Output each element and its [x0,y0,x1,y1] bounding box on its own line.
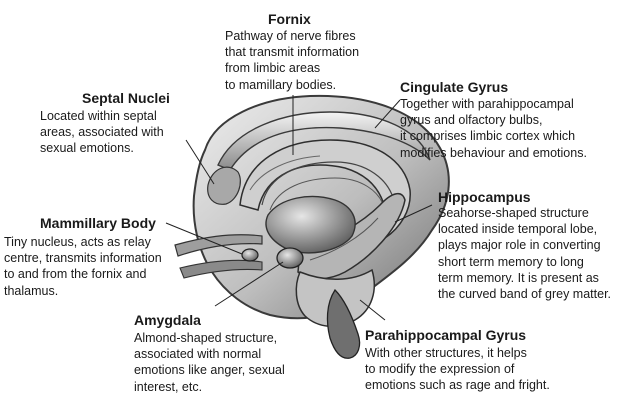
parahippocampal-gyrus-line: With other structures, it helps [365,346,527,360]
mammillary-body-line: Tiny nucleus, acts as relay [4,235,151,249]
amygdala-line: associated with normal [134,347,262,362]
septal-nuclei-line: sexual emotions. [40,141,134,156]
fornix-line: to mamillary bodies. [225,77,337,92]
parahippocampal-gyrus-line: emotions such as rage and fright. [365,378,550,393]
leader-line-septal-nuclei [185,139,215,185]
leader-line-parahippocampal-gyrus [359,299,386,321]
leader-lines [165,95,433,321]
fornix-line: Pathway of nerve fibres [225,29,356,43]
cingulate-gyrus-line: modifies behaviour and emotions. [400,145,587,160]
hippocampus-line: the curved band of grey matter. [438,287,612,302]
leader-line-mammillary-body [165,222,243,255]
cingulate-gyrus-line: it comprises limbic cortex which [400,129,576,144]
cingulate-gyrus-title: Cingulate Gyrus [400,79,509,95]
septal-region [207,166,241,205]
leader-line-hippocampus [394,204,433,223]
fornix-title: Fornix [268,11,311,27]
mammillary-body-line: centre, transmits information [4,251,162,266]
hippocampus-line: located inside temporal lobe, [438,222,598,237]
septal-nuclei-line: areas, associated with [40,125,164,140]
parahippocampal-gyrus-description: With other structures, it helps to modif… [365,345,550,394]
mammillary-body-line: thalamus. [4,283,59,298]
mammillary-body-line: to and from the fornix and [4,267,147,282]
amygdala-line: Almond-shaped structure, [134,331,278,345]
hippocampus-line: term memory. It is present as [438,270,599,285]
thalamus-mass [265,195,356,254]
leader-line-cingulate-gyrus [374,99,401,129]
hippocampus-title: Hippocampus [438,189,531,205]
amygdala-line: emotions like anger, sexual [134,363,285,378]
hippocampus-line: short term memory to long [438,254,584,269]
mammillary-body [241,248,259,262]
cingulate-gyrus-line: gyrus and olfactory bulbs, [400,113,543,128]
fornix-description: Pathway of nerve fibres that transmit in… [225,28,359,93]
cingulate-gyrus-description: Together with parahippocampal gyrus and … [400,96,587,161]
anterior-stalk [174,234,263,257]
septal-nuclei-description: Located within septal areas, associated … [40,108,164,157]
fornix-line: that transmit information [225,45,360,60]
hippocampus-description: Seahorse-shaped structure located inside… [438,205,611,302]
leader-line-amygdala [214,261,284,307]
amygdala-line: interest, etc. [134,379,203,394]
amygdala-description: Almond-shaped structure, associated with… [134,330,285,395]
hippocampus-line: plays major role in converting [438,238,601,253]
amygdala-title: Amygdala [134,312,201,328]
mammillary-body-description: Tiny nucleus, acts as relay centre, tran… [4,234,162,299]
amygdala-body [276,247,304,269]
septal-nuclei-line: Located within septal [40,109,157,123]
hippocampus-line: Seahorse-shaped structure [438,206,589,220]
fornix-line: from limbic areas [225,61,321,76]
cingulate-gyrus-line: Together with parahippocampal [400,97,574,111]
parahippocampal-gyrus-title: Parahippocampal Gyrus [365,327,527,343]
septal-nuclei-title: Septal Nuclei [82,90,170,106]
mammillary-body-title: Mammillary Body [40,215,156,231]
parahippocampal-gyrus-line: to modify the expression of [365,362,515,377]
brain-stem [326,288,361,359]
